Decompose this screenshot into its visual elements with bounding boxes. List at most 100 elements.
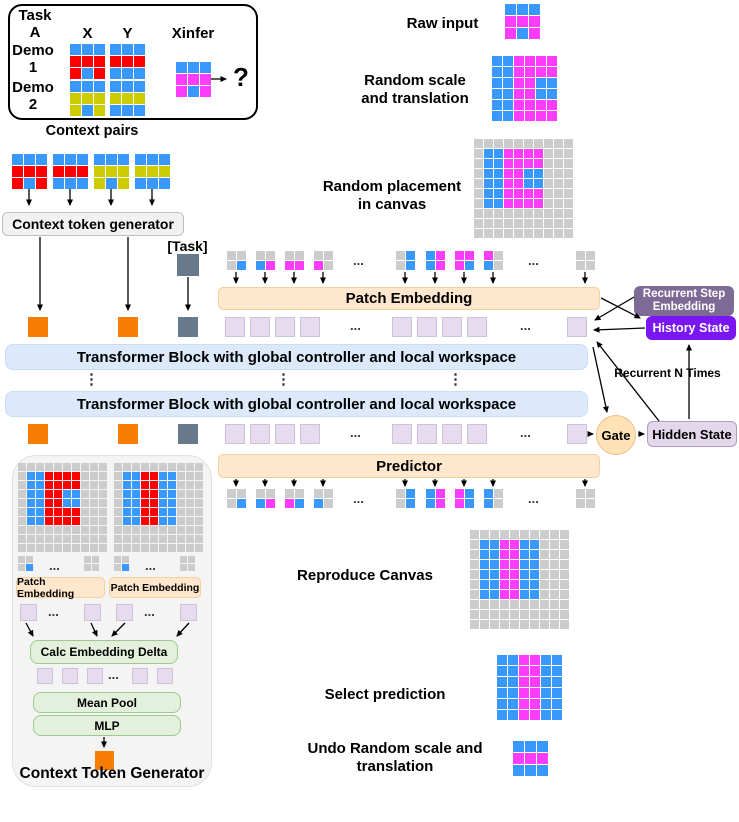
emb-token	[467, 317, 487, 337]
grid-cell	[141, 463, 149, 471]
grid-cell	[159, 463, 167, 471]
grid-cell	[560, 610, 569, 619]
grid-cell	[470, 600, 479, 609]
patch-cell	[396, 499, 405, 508]
grid-cell	[77, 166, 88, 177]
grid-cell	[177, 517, 185, 525]
grid-cell	[159, 526, 167, 534]
grid-cell	[168, 526, 176, 534]
grid-cell	[123, 490, 131, 498]
grid-cell	[513, 765, 524, 776]
grid-cell	[524, 139, 533, 148]
grid-cell	[81, 463, 89, 471]
patch-cell	[237, 251, 246, 260]
grid-cell	[474, 179, 483, 188]
grid-cell	[525, 111, 535, 121]
patch	[18, 556, 33, 571]
grid-cell	[45, 544, 53, 552]
vdots-3: ⋮	[448, 371, 463, 388]
patch-cell	[396, 261, 405, 270]
grid-cell	[541, 666, 551, 676]
grid-cell	[99, 472, 107, 480]
grid-cell	[500, 530, 509, 539]
placement-canvas-grid	[474, 139, 573, 238]
patch-cell	[18, 564, 25, 571]
grid-cell	[536, 56, 546, 66]
grid-cell	[490, 610, 499, 619]
patch	[426, 489, 445, 508]
grid-cell	[505, 16, 516, 27]
patch	[484, 251, 503, 270]
emb-token	[132, 668, 148, 684]
grid-cell	[530, 655, 540, 665]
grid-cell	[550, 620, 559, 629]
grid-cell	[514, 169, 523, 178]
grid-cell	[81, 508, 89, 516]
grid-cell	[497, 666, 507, 676]
predictor-bar: Predictor	[218, 454, 600, 478]
grid-cell	[550, 550, 559, 559]
grid-cell	[520, 590, 529, 599]
grid-cell	[520, 560, 529, 569]
ellipsis: ...	[350, 318, 361, 333]
grid-cell	[503, 56, 513, 66]
grid-cell	[54, 481, 62, 489]
grid-cell	[514, 100, 524, 110]
patch-cell	[586, 251, 595, 260]
patch-cell	[324, 499, 333, 508]
grid-cell	[81, 517, 89, 525]
grid-cell	[484, 169, 493, 178]
grid-cell	[508, 710, 518, 720]
grid-cell	[132, 517, 140, 525]
flow-arrow	[594, 296, 635, 321]
ctx-token	[28, 317, 48, 337]
emb-token	[442, 317, 462, 337]
patch-cell	[295, 251, 304, 260]
grid-cell	[18, 535, 26, 543]
patch-cell	[436, 499, 445, 508]
grid-cell	[494, 229, 503, 238]
grid-cell	[504, 179, 513, 188]
grid-cell	[554, 199, 563, 208]
patch-cell	[484, 251, 493, 260]
grid-cell	[470, 590, 479, 599]
grid-cell	[500, 550, 509, 559]
grid-cell	[159, 472, 167, 480]
grid-cell	[484, 179, 493, 188]
ctg-patch-embedding-right: Patch Embedding	[109, 577, 201, 598]
grid-cell	[540, 570, 549, 579]
grid-cell	[490, 540, 499, 549]
grid-cell	[168, 463, 176, 471]
patch-cell	[266, 489, 275, 498]
task-token	[178, 424, 198, 444]
patch	[227, 489, 246, 508]
raw-input-grid	[505, 4, 540, 39]
transformer-block-1: Transformer Block with global controller…	[5, 344, 588, 370]
grid-cell	[544, 139, 553, 148]
grid-cell	[99, 517, 107, 525]
grid-cell	[110, 105, 121, 116]
grid-cell	[550, 610, 559, 619]
grid-cell	[534, 179, 543, 188]
grid-cell	[72, 490, 80, 498]
grid-cell	[132, 490, 140, 498]
grid-cell	[500, 540, 509, 549]
patch-cell	[227, 261, 236, 270]
grid-cell	[90, 499, 98, 507]
grid-cell	[505, 28, 516, 39]
grid-cell	[552, 688, 562, 698]
grid-cell	[490, 590, 499, 599]
grid-cell	[534, 159, 543, 168]
patch-cell	[324, 251, 333, 260]
col-header-x: X	[82, 25, 93, 42]
ctg-caption: Context Token Generator	[19, 765, 205, 782]
grid-cell	[500, 570, 509, 579]
grid-cell	[118, 166, 129, 177]
patch-cell	[295, 489, 304, 498]
random-placement-label-1: Random placement	[322, 178, 462, 195]
grid-cell	[176, 86, 187, 97]
patch-cell	[484, 261, 493, 270]
grid-cell	[519, 688, 529, 698]
grid-cell	[195, 544, 203, 552]
